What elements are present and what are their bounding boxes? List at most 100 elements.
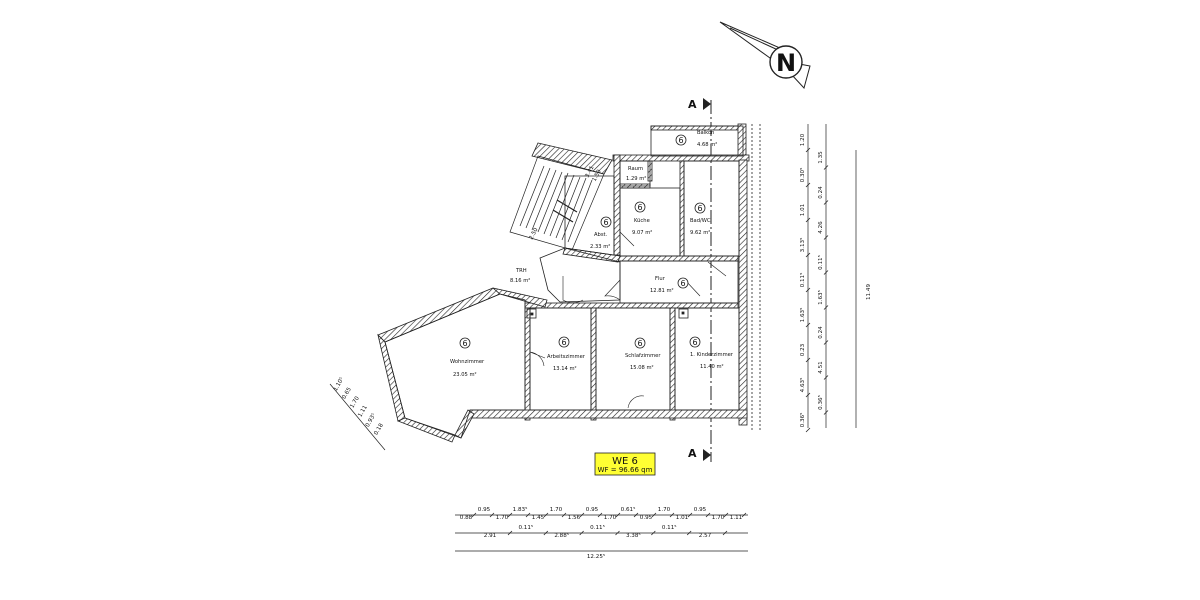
right-dim-tick	[823, 375, 829, 380]
bottom-dim-tick	[579, 530, 584, 536]
unit-badge: WE 6 WF = 96.66 qm	[594, 452, 656, 476]
bottom-dim-tick	[687, 512, 693, 518]
bottom-dim-label: 1.70	[712, 515, 725, 521]
section-line: A A	[688, 98, 712, 462]
staircase	[509, 155, 605, 251]
right-dim-label: 1.20	[800, 133, 806, 146]
svg-text:Abst.: Abst.	[594, 232, 608, 238]
svg-text:6: 6	[462, 339, 467, 348]
right-dim-label: 4.63⁵	[799, 378, 806, 393]
svg-text:8.16 m²: 8.16 m²	[510, 278, 530, 284]
bottom-dim-label: 0.11⁵	[518, 524, 533, 531]
right-dim-label: 1.63⁵	[799, 308, 806, 323]
left-dim-label: 0.18	[373, 422, 385, 436]
north-letter: N	[776, 49, 796, 77]
bottom-dim-label: 1.01	[676, 515, 689, 521]
left-dim-label: 1.70	[349, 395, 361, 409]
room-wohnzimmer: 6 Wohnzimmer 23.05 m²	[450, 337, 485, 378]
svg-text:Flur: Flur	[655, 276, 666, 282]
door-swings	[529, 231, 727, 409]
right-dim-tick	[805, 252, 811, 258]
svg-text:6: 6	[637, 203, 642, 212]
right-dim-labels: 1.201.350.30⁵0.241.014.263.13⁵0.11⁵0.11⁵…	[799, 133, 829, 433]
room-kueche: 6 Küche 9.07 m²	[632, 201, 652, 236]
bottom-dim-tick	[651, 530, 656, 536]
room-kinderzimmer: 6 1. Kinderzimmer 11.40 m²	[689, 336, 734, 370]
bottom-dim-label: 1.70	[658, 507, 671, 513]
room-arbeitszimmer: 6 Arbeitszimmer 13.14 m²	[547, 336, 586, 372]
bottom-dim-tick	[722, 530, 728, 536]
svg-text:Arbeitszimmer: Arbeitszimmer	[547, 354, 586, 360]
right-dim-tick	[823, 305, 829, 310]
room-abst: 6 Abst. 2.33 m²	[590, 216, 612, 250]
bottom-dim-tick	[615, 512, 621, 518]
room-balkon: 6 Balkon 4.68 m²	[675, 130, 717, 148]
bottom-dim-tick	[507, 512, 513, 518]
right-dim-tick	[805, 392, 811, 398]
right-dim-label: 0.23	[800, 343, 806, 356]
bottom-dim-label: 2.91	[484, 533, 497, 539]
bottom-dim-tick	[471, 512, 477, 518]
bottom-dim-tick	[489, 512, 495, 518]
left-dim-label: 0.65	[341, 386, 353, 400]
bottom-dim-tick	[525, 512, 531, 518]
svg-text:Schlafzimmer: Schlafzimmer	[625, 353, 661, 359]
right-dim-tick	[823, 410, 829, 415]
bottom-dim-tick	[651, 512, 657, 518]
bottom-dim-tick	[741, 512, 747, 518]
stair-dimensions: 3.41 1.50	[584, 165, 602, 183]
svg-text:6: 6	[680, 279, 685, 288]
svg-text:Wohnzimmer: Wohnzimmer	[450, 359, 485, 365]
svg-text:TRH: TRH	[515, 268, 527, 274]
bottom-dim-tick	[686, 530, 692, 536]
svg-text:6: 6	[692, 338, 697, 347]
svg-text:1.29 m²: 1.29 m²	[626, 176, 646, 182]
svg-text:2.50: 2.50	[528, 227, 539, 241]
svg-text:3.41: 3.41	[584, 165, 595, 179]
left-dimension-chain	[329, 383, 386, 451]
bottom-dim-label: 1.70	[550, 507, 563, 513]
right-dim-tick	[805, 322, 811, 328]
bottom-dim-label: 1.56	[568, 515, 581, 521]
right-dim-tick	[823, 235, 829, 240]
bottom-dim-label: 0.88	[460, 515, 473, 521]
bottom-dim-row1: 0.880.951.701.83⁵1.451.701.560.951.700.6…	[460, 506, 747, 521]
svg-text:Balkon: Balkon	[697, 130, 714, 136]
section-label-top: A	[688, 98, 697, 111]
bottom-dim-label: 2.88⁵	[554, 532, 569, 539]
right-dim-tick	[823, 340, 829, 345]
svg-text:15.08 m²: 15.08 m²	[630, 365, 654, 371]
room-schlafzimmer: 6 Schlafzimmer 15.08 m²	[625, 337, 661, 371]
room-labels: 6 Balkon 4.68 m² Raum 1.29 m² 6 Küche 9.…	[450, 130, 734, 378]
stair-dimensions-2: 2.50	[528, 227, 539, 241]
bottom-dimension-chains	[455, 514, 748, 552]
bottom-dim-label: 0.11⁵	[590, 524, 605, 531]
bottom-dim-label: 0.11⁵	[662, 524, 677, 531]
bottom-dim-label: 1.70	[496, 515, 509, 521]
svg-text:1.50: 1.50	[592, 168, 603, 182]
bottom-dim-tick	[705, 512, 711, 518]
left-dim-label: 0.93⁵	[364, 412, 377, 428]
room-raum: Raum 1.29 m²	[626, 166, 646, 182]
unit-wf: WF = 96.66 qm	[598, 466, 653, 474]
shafts	[526, 308, 689, 319]
bottom-dim-label: 0.95	[640, 515, 653, 521]
svg-text:6: 6	[637, 339, 642, 348]
bottom-dim-label: 0.95	[586, 507, 599, 513]
right-dim-tick	[805, 147, 811, 153]
right-dim-label: 0.11⁵	[817, 255, 824, 270]
north-arrow-icon: N	[719, 21, 811, 89]
right-dim-tick	[823, 270, 829, 275]
section-label-bottom: A	[688, 447, 697, 460]
room-outlines	[384, 124, 761, 439]
bottom-dim-label: 0.95	[694, 507, 707, 513]
svg-text:9.07 m²: 9.07 m²	[632, 230, 652, 236]
unit-title: WE 6	[612, 456, 638, 467]
right-dim-label: 0.36⁵	[817, 395, 824, 410]
svg-text:4.68 m²: 4.68 m²	[697, 142, 717, 148]
room-bad: 6 Bad/WC 9.62 m²	[690, 202, 711, 236]
right-dim-label: 4.26	[818, 221, 824, 234]
